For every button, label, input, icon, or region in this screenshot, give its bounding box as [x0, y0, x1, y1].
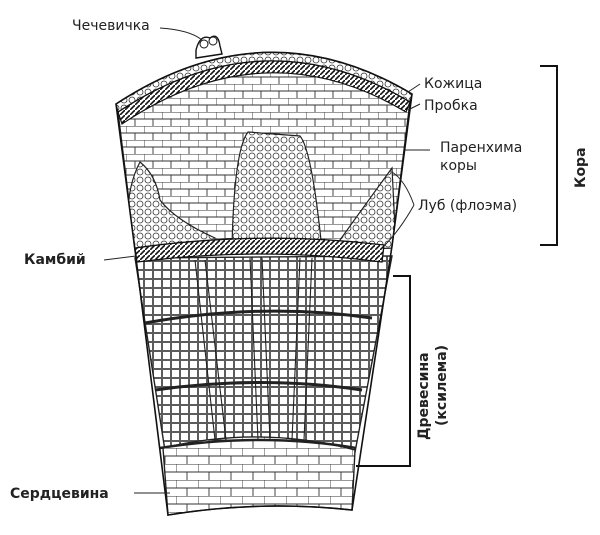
label-bark: Кора — [573, 147, 589, 188]
label-epidermis: Кожица — [424, 76, 482, 92]
leader-lines — [103, 27, 430, 494]
label-cortex-parenchyma-2: коры — [440, 158, 477, 174]
label-cortex-parenchyma-1: Паренхима — [440, 140, 522, 156]
label-lenticel: Чечевичка — [72, 18, 150, 34]
label-cork: Пробка — [424, 98, 478, 114]
xylem-bracket — [356, 275, 411, 467]
cambium-band — [134, 237, 385, 263]
medullary-rays — [194, 257, 313, 441]
label-pith: Сердцевина — [10, 486, 109, 502]
label-xylem-2: (ксилема) — [434, 345, 450, 426]
bark-bracket — [540, 65, 558, 246]
label-phloem: Луб (флоэма) — [418, 198, 517, 214]
annual-rings — [144, 309, 373, 450]
lenticel — [195, 35, 223, 59]
label-xylem-1: Древесина — [416, 352, 432, 440]
phloem-wedges — [126, 131, 397, 251]
pith-region — [162, 436, 356, 516]
sector-outline — [115, 51, 413, 516]
label-cambium: Камбий — [24, 252, 86, 268]
